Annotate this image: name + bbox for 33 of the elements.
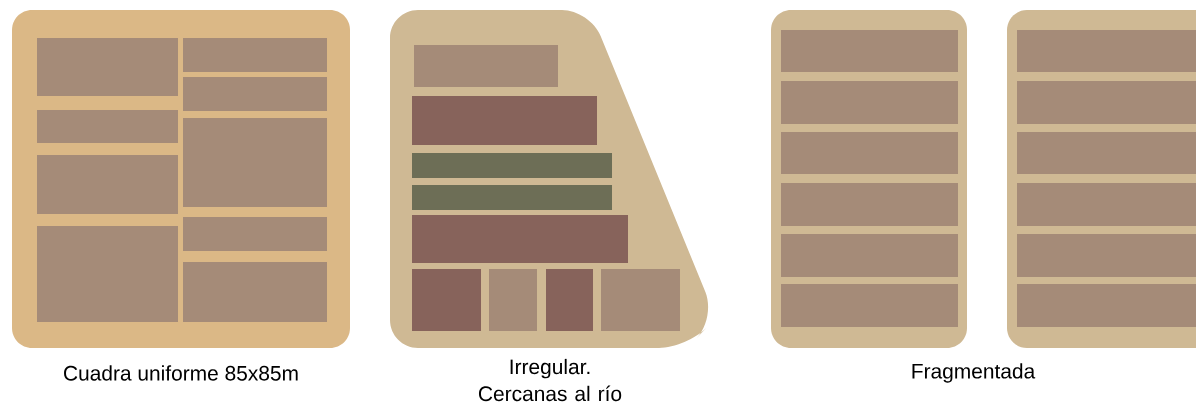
caption: Irregular. Cercanas al río — [479, 358, 622, 402]
lot — [781, 284, 958, 327]
lot — [183, 38, 327, 72]
lot — [781, 30, 958, 72]
lot — [1017, 30, 1196, 72]
lot — [412, 96, 597, 145]
lot — [1017, 183, 1196, 226]
lot — [1017, 234, 1196, 277]
lot — [781, 81, 958, 124]
lot — [412, 153, 612, 178]
lot — [414, 45, 558, 87]
lot — [781, 183, 958, 226]
lot — [183, 77, 327, 111]
lot — [1017, 284, 1196, 327]
lot — [183, 262, 327, 322]
lot — [546, 269, 593, 331]
lot — [183, 217, 327, 251]
lot — [781, 132, 958, 174]
lot — [412, 215, 628, 263]
lot — [489, 269, 537, 331]
lot — [781, 234, 958, 277]
lot — [1017, 81, 1196, 124]
lot — [412, 269, 481, 331]
lot — [601, 269, 680, 331]
lot — [37, 110, 178, 143]
lot — [37, 155, 178, 214]
caption: Cuadra uniforme 85x85m — [64, 365, 298, 381]
lot — [37, 226, 178, 322]
lot — [37, 38, 178, 96]
lot — [1017, 132, 1196, 174]
lot — [412, 185, 612, 210]
lot — [183, 118, 327, 207]
caption: Fragmentada — [912, 363, 1036, 383]
